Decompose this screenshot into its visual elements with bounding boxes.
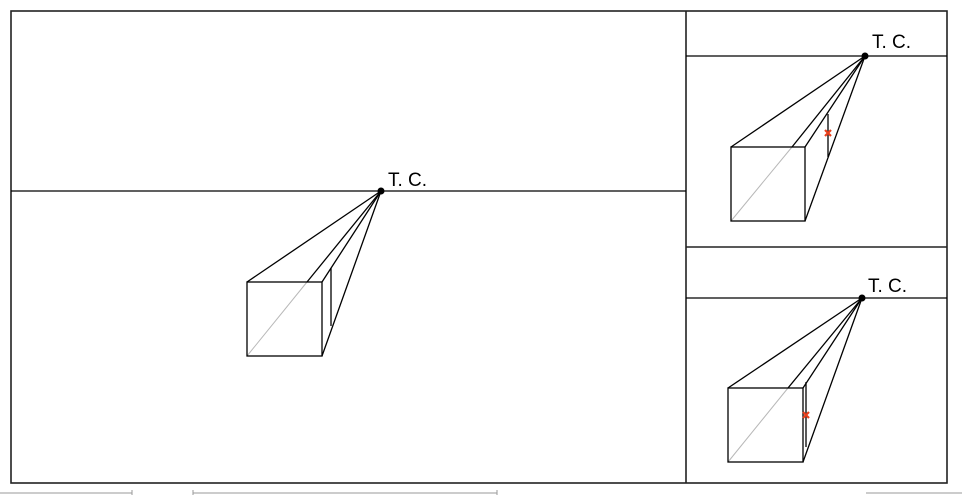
cross-marker-icon [824,129,832,137]
vanishing-line [802,297,863,463]
vanishing-line [791,55,866,148]
diagonal-line [727,387,789,463]
bottom-strip [0,490,962,495]
vanishing-line [804,55,866,222]
vanishing-line [306,190,382,283]
vanishing-line [321,190,382,283]
vanishing-point-label: T. C. [388,170,427,191]
diagonal-line [730,146,793,222]
front-face-square [246,281,323,357]
vanishing-line [727,297,863,389]
cross-marker-icon [802,411,810,419]
vanishing-point [861,52,869,60]
vanishing-point [377,187,385,195]
front-face-square [730,146,806,222]
top-right-panel: T. C. [686,32,947,222]
vanishing-line [787,297,863,389]
vanishing-line [730,55,866,148]
diagonal-line [246,281,308,357]
vanishing-point [858,294,866,302]
vanishing-point-label: T. C. [872,32,911,53]
vanishing-line [804,55,866,148]
bottom-right-panel: T. C. [686,276,947,463]
vanishing-point-label: T. C. [868,276,907,297]
vanishing-line [246,190,382,283]
vanishing-line [321,190,382,357]
front-face-square [727,387,804,463]
main-panel: T. C. [11,170,686,357]
vanishing-line [802,297,863,389]
